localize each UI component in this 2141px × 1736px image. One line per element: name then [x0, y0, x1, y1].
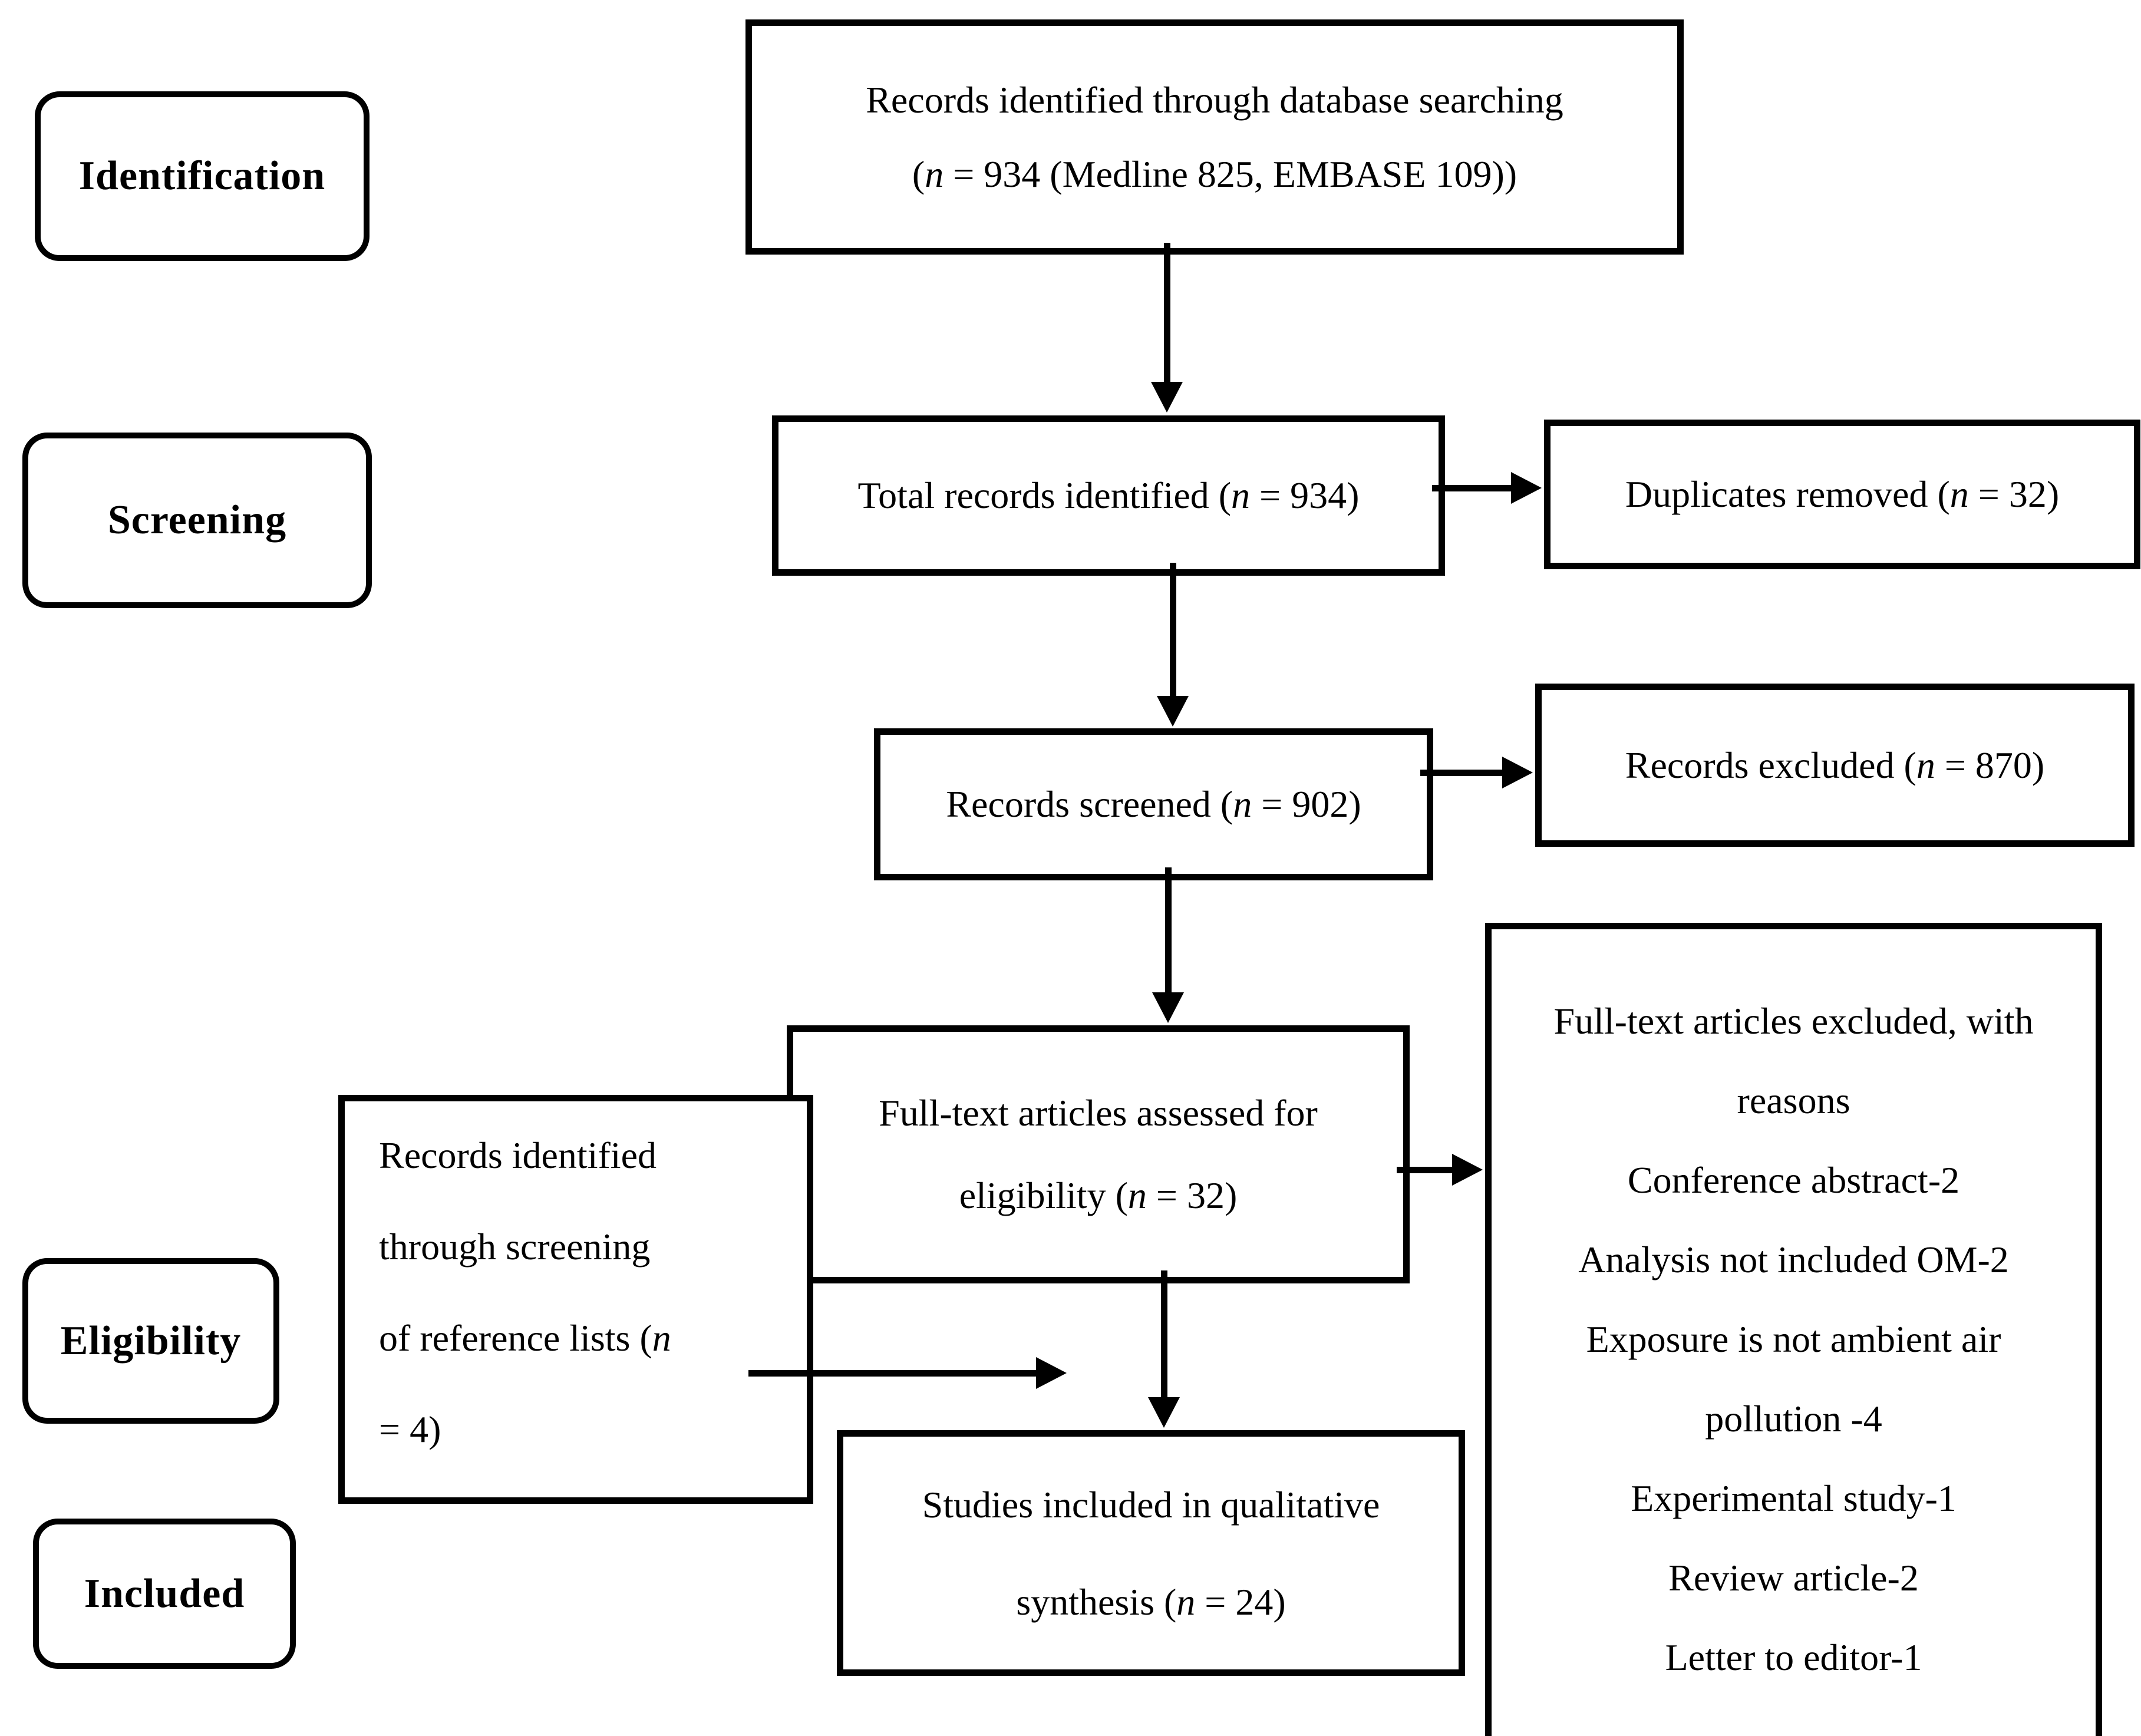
- stage-label-identification-text: Identification: [78, 153, 326, 199]
- box-studies-included: Studies included in qualitative synthesi…: [837, 1430, 1465, 1676]
- box-line: reasons: [1737, 1080, 1850, 1121]
- box-line: Records identified through database sear…: [866, 78, 1563, 121]
- arrow-screened-to-excluded: [1420, 757, 1533, 788]
- box-line: Full-text articles excluded, with: [1553, 1000, 2034, 1042]
- box-line: = 4): [379, 1408, 441, 1450]
- box-line: Studies included in qualitative: [922, 1483, 1380, 1526]
- stage-label-screening-text: Screening: [107, 497, 287, 543]
- box-line: of reference lists (n: [379, 1317, 671, 1359]
- stage-label-screening: Screening: [22, 433, 372, 608]
- stage-label-included: Included: [33, 1519, 296, 1669]
- stage-label-included-text: Included: [84, 1570, 245, 1616]
- stage-label-eligibility-text: Eligibility: [60, 1318, 242, 1364]
- box-line: Records screened (n = 902): [946, 783, 1361, 825]
- arrow-shaft: [1164, 867, 1172, 992]
- stage-label-eligibility: Eligibility: [22, 1258, 279, 1424]
- arrow-shaft: [748, 1369, 1036, 1377]
- arrowhead-right-icon: [1036, 1357, 1067, 1389]
- arrow-shaft: [1160, 1270, 1167, 1397]
- box-fulltext-excluded-reasons: Full-text articles excluded, with reason…: [1485, 923, 2102, 1736]
- box-records-reference-lists: Records identified through screening of …: [338, 1095, 813, 1504]
- box-line: Conference abstract-2: [1627, 1159, 1960, 1201]
- box-fulltext-assessed: Full-text articles assessed for eligibil…: [787, 1025, 1410, 1283]
- box-line: Records excluded (n = 870): [1625, 744, 2045, 786]
- box-records-identified-database: Records identified through database sear…: [745, 19, 1684, 255]
- arrow-fulltext-to-reasons: [1397, 1154, 1483, 1186]
- arrowhead-right-icon: [1511, 472, 1542, 504]
- stage-label-identification: Identification: [35, 91, 370, 261]
- box-duplicates-removed: Duplicates removed (n = 32): [1544, 420, 2140, 569]
- arrow-references-to-flow: [748, 1357, 1067, 1389]
- box-line: (n = 934 (Medline 825, EMBASE 109)): [912, 153, 1517, 195]
- arrow-shaft: [1432, 484, 1511, 491]
- arrow-fulltext-to-studies: [1148, 1270, 1180, 1428]
- box-line: Experimental study-1: [1631, 1477, 1957, 1519]
- box-line: Records identified: [379, 1134, 657, 1176]
- box-line: Duplicates removed (n = 32): [1625, 473, 2060, 515]
- box-line: through screening: [379, 1226, 651, 1268]
- arrow-shaft: [1397, 1166, 1452, 1173]
- arrow-shaft: [1163, 243, 1170, 382]
- arrow-shaft: [1420, 769, 1502, 776]
- box-line: pollution -4: [1705, 1398, 1882, 1440]
- arrowhead-down-icon: [1157, 696, 1189, 727]
- arrowhead-right-icon: [1502, 757, 1533, 788]
- arrowhead-down-icon: [1152, 992, 1184, 1023]
- box-records-excluded: Records excluded (n = 870): [1535, 684, 2135, 847]
- arrowhead-down-icon: [1148, 1397, 1180, 1428]
- box-records-screened: Records screened (n = 902): [874, 728, 1433, 880]
- box-total-records-identified: Total records identified (n = 934): [772, 415, 1445, 576]
- box-line: Full-text articles assessed for: [879, 1092, 1318, 1134]
- arrow-total-to-screened: [1157, 563, 1189, 727]
- box-line: synthesis (n = 24): [1016, 1580, 1286, 1623]
- box-line: eligibility (n = 32): [959, 1174, 1238, 1216]
- box-line: Review article-2: [1668, 1557, 1919, 1599]
- arrowhead-right-icon: [1452, 1154, 1483, 1186]
- arrow-database-to-total: [1151, 243, 1183, 412]
- box-line: Total records identified (n = 934): [857, 474, 1360, 516]
- box-line: Exposure is not ambient air: [1586, 1318, 2001, 1360]
- arrow-total-to-duplicates: [1432, 472, 1542, 504]
- box-line: Analysis not included OM-2: [1578, 1239, 2009, 1280]
- box-line: Letter to editor-1: [1665, 1636, 1922, 1678]
- arrowhead-down-icon: [1151, 382, 1183, 412]
- arrow-screened-to-fulltext: [1152, 867, 1184, 1023]
- arrow-shaft: [1169, 563, 1176, 696]
